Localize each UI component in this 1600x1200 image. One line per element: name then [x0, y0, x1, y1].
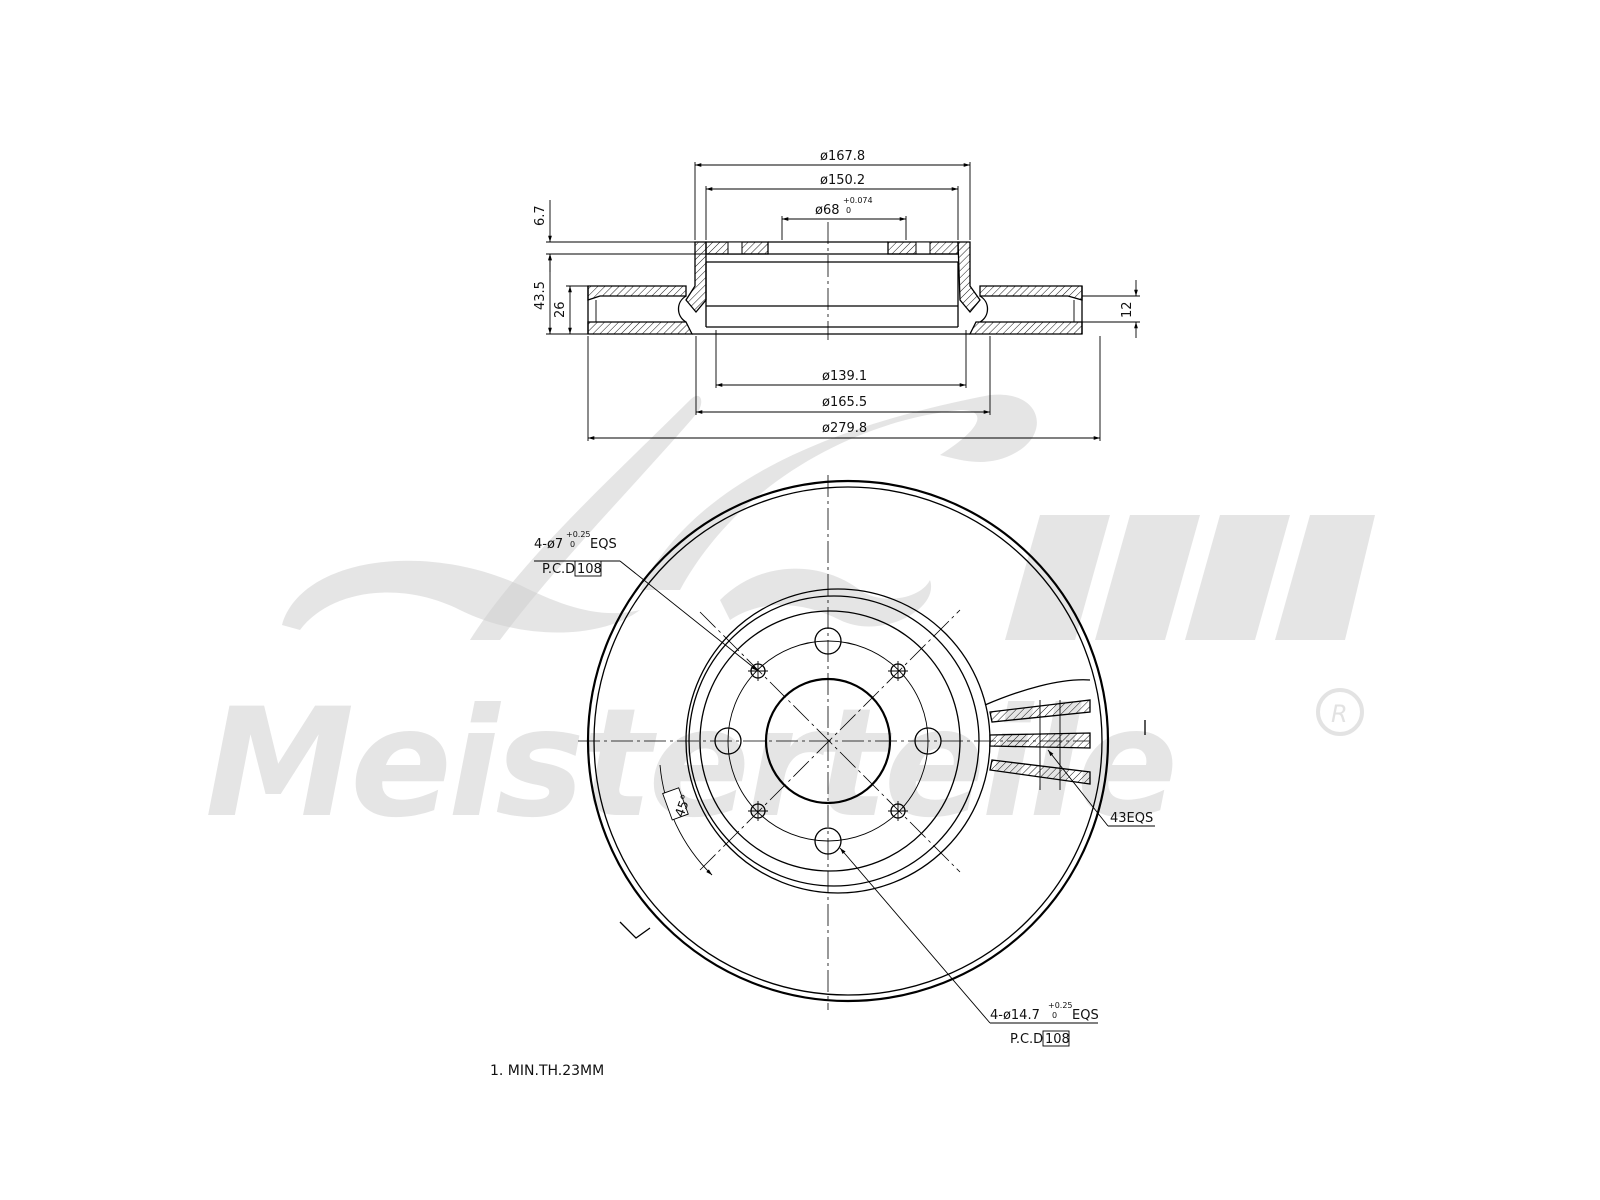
section-view: ø167.8 ø150.2 ø68 +0.074 0 ø139.1 ø165.5…	[533, 149, 1140, 441]
dim-bottom-165: ø165.5	[822, 395, 867, 410]
min-thickness-note: 1. MIN.TH.23MM	[490, 1063, 604, 1079]
dim-bottom-279: ø279.8	[822, 421, 867, 436]
dim-hat-outer: ø167.8	[820, 149, 865, 164]
dim-bore: ø68	[815, 203, 840, 218]
watermark-stripes-logo	[1005, 515, 1375, 640]
dim-disc-thickness: 26	[553, 301, 568, 318]
small-holes-tol-lower: 0	[570, 540, 575, 549]
hat-hole-left	[727, 241, 743, 255]
center-bore	[764, 677, 892, 805]
small-holes-count: 4-ø7	[534, 537, 563, 552]
dim-total-height: 43.5	[533, 281, 548, 310]
disc-outer-edge	[586, 479, 1110, 1003]
dim-bottom-139: ø139.1	[822, 369, 867, 384]
ring-upper-right	[979, 285, 1083, 301]
large-holes-count: 4-ø14.7	[990, 1008, 1040, 1023]
large-holes-pcd-label: P.C.D	[1010, 1032, 1043, 1047]
hat-wall-left	[685, 241, 707, 314]
angle-label: 45°	[673, 793, 695, 820]
small-holes-pcd-value: 108	[577, 562, 602, 577]
large-bolt-holes	[714, 627, 942, 855]
large-holes-tol-lower: 0	[1052, 1011, 1057, 1020]
ring-lower-right	[968, 321, 1083, 335]
vane-cutaway	[984, 679, 1091, 790]
dim-friction-ring: 12	[1120, 301, 1135, 318]
small-holes-suffix: EQS	[590, 537, 617, 552]
front-view: 45° 4-ø7 +0.25 0 EQS P.C.D 108 4-ø14.7 +…	[534, 475, 1155, 1047]
angle-arc	[659, 764, 713, 876]
ring-upper-left	[587, 285, 687, 301]
small-holes-pcd-label: P.C.D	[542, 562, 575, 577]
hat-wall-right	[957, 241, 981, 314]
large-holes-tol-upper: +0.25	[1048, 1001, 1073, 1010]
small-holes	[748, 661, 908, 821]
vanes-label: 43EQS	[1110, 811, 1153, 826]
watermark-script-logo	[282, 394, 1037, 640]
hat-hole-right	[915, 241, 931, 255]
small-holes-tol-upper: +0.25	[566, 530, 591, 539]
pcd-circle	[727, 640, 929, 842]
registered-mark-icon	[1316, 688, 1364, 736]
watermark: Meisterteile R	[205, 394, 1375, 851]
dim-bore-tol-upper: +0.074	[843, 196, 873, 205]
ring-lower-left	[587, 321, 694, 335]
rotation-arrow-icon	[619, 921, 651, 939]
dim-hat-thickness: 6.7	[533, 205, 548, 226]
large-holes-pcd-value: 108	[1045, 1032, 1070, 1047]
registered-mark-letter: R	[1331, 700, 1348, 728]
dim-hat-inner: ø150.2	[820, 173, 865, 188]
large-holes-suffix: EQS	[1072, 1008, 1099, 1023]
dim-bore-tol-lower: 0	[846, 206, 851, 215]
